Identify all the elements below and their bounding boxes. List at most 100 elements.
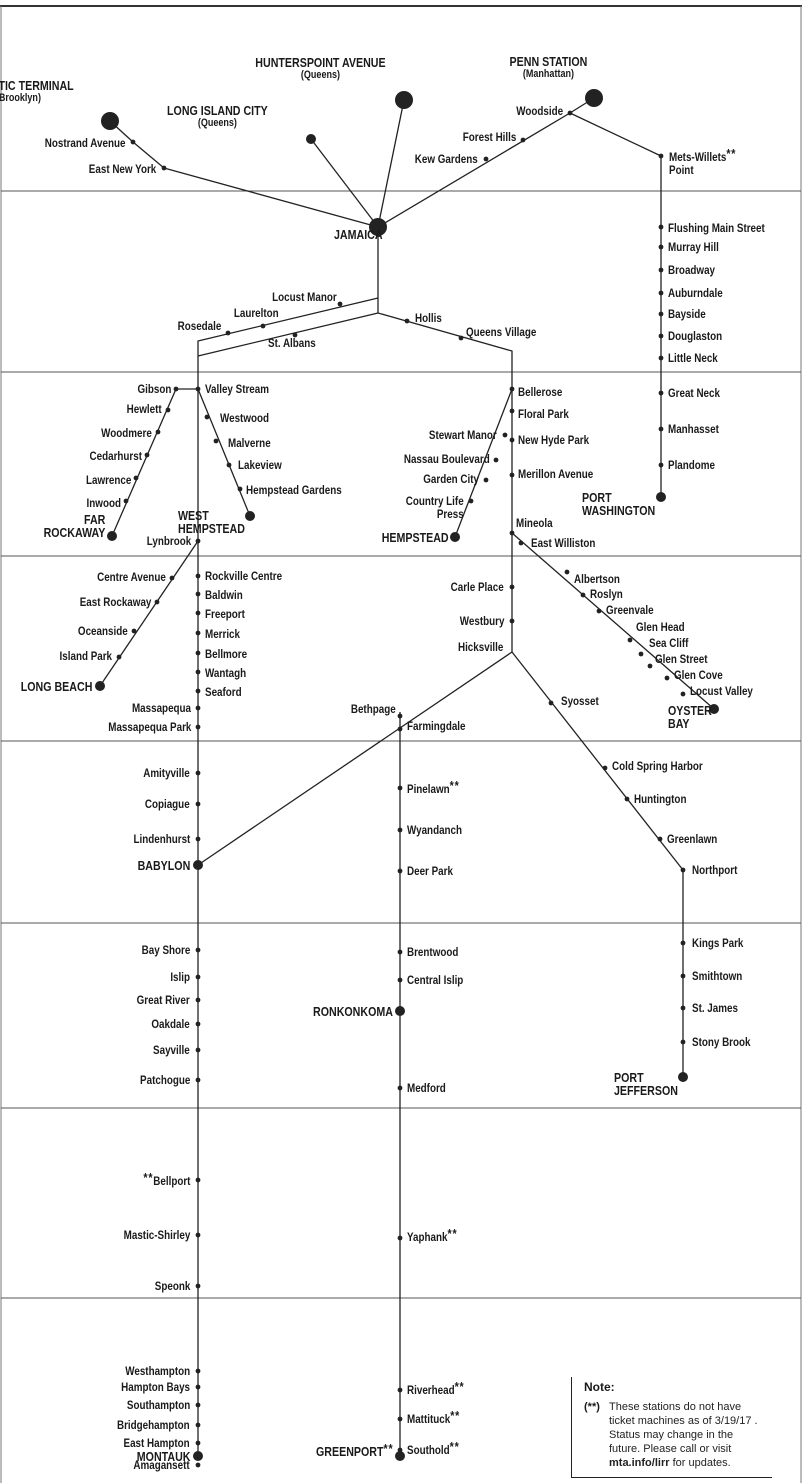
station-farmingdale[interactable]: Farmingdale [407,720,466,733]
station-mattituck[interactable]: Mattituck** [407,1409,460,1426]
terminal-long-island-city[interactable]: LONG ISLAND CITY(Queens) [167,104,268,130]
station-malverne[interactable]: Malverne [228,437,271,450]
station-pinelawn[interactable]: Pinelawn** [407,779,460,796]
station-cedarhurst[interactable]: Cedarhurst [90,450,142,463]
station-northport[interactable]: Northport [692,864,737,877]
station-kings-park[interactable]: Kings Park [692,937,743,950]
station-queens-village[interactable]: Queens Village [466,326,536,339]
terminal-montauk[interactable]: MONTAUK [136,1450,190,1463]
station-lindenhurst[interactable]: Lindenhurst [133,833,190,846]
station-douglaston[interactable]: Douglaston [668,330,722,343]
terminal-hunterspoint[interactable]: HUNTERSPOINT AVENUE(Queens) [255,56,385,82]
station-st-james[interactable]: St. James [692,1002,738,1015]
station-westwood[interactable]: Westwood [220,412,269,425]
station-cold-spring-harbor[interactable]: Cold Spring Harbor [612,760,703,773]
station-east-hampton[interactable]: East Hampton [124,1437,190,1450]
station-sayville[interactable]: Sayville [153,1044,190,1057]
station-albertson[interactable]: Albertson [574,573,620,586]
station-westhampton[interactable]: Westhampton [125,1365,190,1378]
terminal-long-beach[interactable]: LONG BEACH [20,680,92,693]
station-bellmore[interactable]: Bellmore [205,648,247,661]
station-bayside[interactable]: Bayside [668,308,706,321]
station-locust-manor[interactable]: Locust Manor [272,291,337,304]
station-greenlawn[interactable]: Greenlawn [667,833,717,846]
terminal-penn-station[interactable]: PENN STATION(Manhattan) [510,55,588,81]
station-stewart-manor[interactable]: Stewart Manor [429,429,497,442]
station-huntington[interactable]: Huntington [634,793,686,806]
station-mineola[interactable]: Mineola [516,517,553,530]
station-smithtown[interactable]: Smithtown [692,970,742,983]
terminal-jamaica[interactable]: JAMAICA [334,228,383,241]
station-nostrand[interactable]: Nostrand Avenue [44,137,125,150]
station-medford[interactable]: Medford [407,1082,446,1095]
station-central-islip[interactable]: Central Islip [407,974,463,987]
station-glen-cove[interactable]: Glen Cove [674,669,723,682]
station-inwood[interactable]: Inwood [87,497,121,510]
station-sea-cliff[interactable]: Sea Cliff [649,637,688,650]
station-plandome[interactable]: Plandome [668,459,715,472]
station-woodside[interactable]: Woodside [516,105,563,118]
station-locust-valley[interactable]: Locust Valley [690,685,753,698]
station-rockville-centre[interactable]: Rockville Centre [205,570,282,583]
station-auburndale[interactable]: Auburndale [668,287,723,300]
station-centre-ave[interactable]: Centre Avenue [97,571,166,584]
station-bellport[interactable]: **Bellport [143,1171,190,1188]
station-syosset[interactable]: Syosset [561,695,599,708]
station-east-rockaway[interactable]: East Rockaway [79,596,151,609]
terminal-hempstead[interactable]: HEMPSTEAD [382,531,449,544]
station-woodmere[interactable]: Woodmere [101,427,152,440]
station-copiague[interactable]: Copiague [145,798,190,811]
station-glen-street[interactable]: Glen Street [655,653,708,666]
station-roslyn[interactable]: Roslyn [590,588,623,601]
station-riverhead[interactable]: Riverhead** [407,1380,465,1397]
station-greenvale[interactable]: Greenvale [606,604,654,617]
station-little-neck[interactable]: Little Neck [668,352,718,365]
station-merillon[interactable]: Merillon Avenue [518,468,593,481]
station-bridgehampton[interactable]: Bridgehampton [117,1419,190,1432]
station-broadway[interactable]: Broadway [668,264,715,277]
station-hempstead-gardens[interactable]: Hempstead Gardens [246,484,342,497]
station-bay-shore[interactable]: Bay Shore [141,944,190,957]
station-garden-city[interactable]: Garden City [423,473,479,486]
station-murray-hill[interactable]: Murray Hill [668,241,719,254]
station-patchogue[interactable]: Patchogue [140,1074,190,1087]
station-amagansett[interactable]: Amagansett [134,1459,190,1472]
station-east-new-york[interactable]: East New York [89,163,156,176]
station-oakdale[interactable]: Oakdale [152,1018,190,1031]
station-seaford[interactable]: Seaford [205,686,242,699]
station-bellerose[interactable]: Bellerose [518,386,562,399]
station-yaphank[interactable]: Yaphank** [407,1227,457,1244]
station-baldwin[interactable]: Baldwin [205,589,243,602]
station-speonk[interactable]: Speonk [154,1280,190,1293]
station-east-williston[interactable]: East Williston [531,537,595,550]
station-lakeview[interactable]: Lakeview [238,459,282,472]
station-mastic-shirley[interactable]: Mastic-Shirley [123,1229,190,1242]
station-stony-brook[interactable]: Stony Brook [692,1036,751,1049]
terminal-greenport[interactable]: GREENPORT** [316,1442,393,1458]
station-gibson[interactable]: Gibson [137,383,171,396]
station-glen-head[interactable]: Glen Head [636,621,685,634]
station-hicksville[interactable]: Hicksville [458,641,503,654]
station-islip[interactable]: Islip [170,971,190,984]
station-nassau-blvd[interactable]: Nassau Boulevard [404,453,490,466]
station-kew-gardens[interactable]: Kew Gardens [415,153,478,166]
station-hewlett[interactable]: Hewlett [127,403,162,416]
station-floral-park[interactable]: Floral Park [518,408,569,421]
station-manhasset[interactable]: Manhasset [668,423,719,436]
station-lynbrook[interactable]: Lynbrook [147,535,191,548]
station-great-neck[interactable]: Great Neck [668,387,720,400]
station-wantagh[interactable]: Wantagh [205,667,246,680]
terminal-babylon[interactable]: BABYLON [137,859,190,872]
station-rosedale[interactable]: Rosedale [177,320,221,333]
station-hollis[interactable]: Hollis [415,312,442,325]
station-flushing[interactable]: Flushing Main Street [668,222,765,235]
terminal-atlantic[interactable]: ATLANTIC TERMINAL(Brooklyn) [0,79,74,105]
terminal-ronkonkoma[interactable]: RONKONKOMA [313,1005,393,1018]
station-valley-stream[interactable]: Valley Stream [205,383,269,396]
